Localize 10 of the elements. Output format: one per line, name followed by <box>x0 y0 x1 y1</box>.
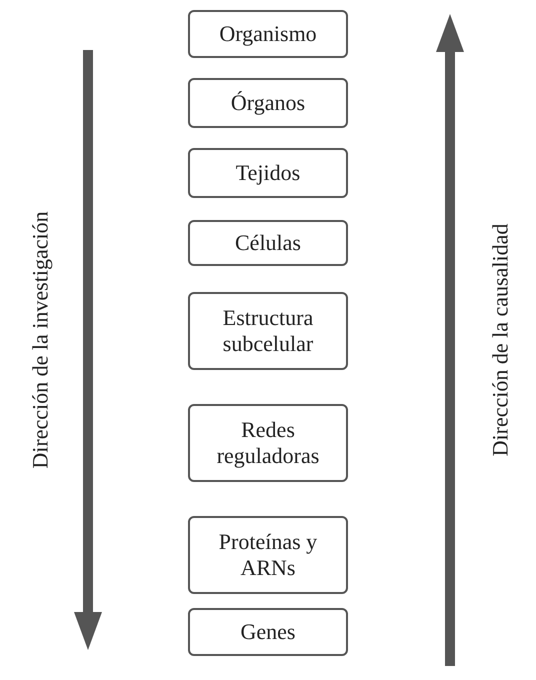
axis-label: Dirección de la causalidad <box>486 224 513 456</box>
level-box: Estructura subcelular <box>188 292 348 370</box>
level-box: Organismo <box>188 10 348 58</box>
level-box: Células <box>188 220 348 266</box>
level-box: Proteínas y ARNs <box>188 516 348 594</box>
axis-label: Dirección de la investigación <box>27 211 54 469</box>
level-box: Genes <box>188 608 348 656</box>
level-box: Redes reguladoras <box>188 404 348 482</box>
level-box: Órganos <box>188 78 348 128</box>
level-box: Tejidos <box>188 148 348 198</box>
